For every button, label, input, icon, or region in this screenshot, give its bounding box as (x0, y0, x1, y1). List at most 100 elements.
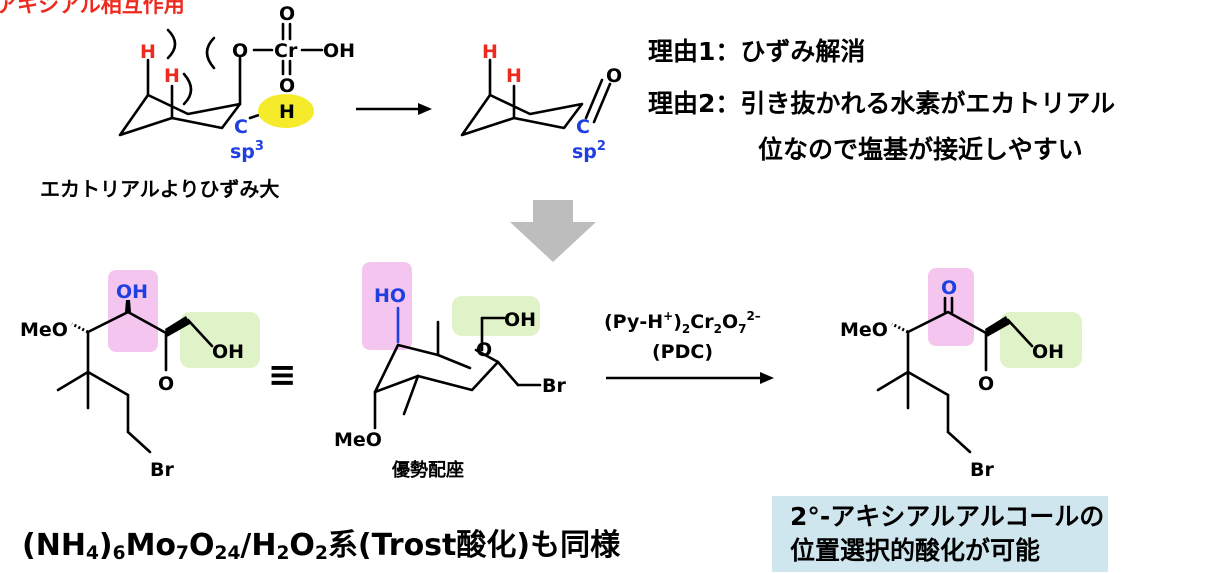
substrate-bromine: Br (150, 459, 174, 481)
conformer-ring-oxygen: O (476, 339, 492, 361)
substrate-ch2oh-wedge (165, 316, 190, 337)
carbinol-carbon: C (234, 116, 248, 138)
note-s5: 2 (276, 543, 290, 565)
ketone-carbon: C (576, 116, 590, 138)
substrate-ring-bonds (86, 310, 168, 397)
reagent-p3: Cr (690, 311, 714, 333)
h-axial-mid: H (164, 65, 180, 87)
sp3-label: sp3 (230, 139, 264, 163)
ketone-oxygen: O (606, 65, 622, 87)
note-s2: 6 (112, 543, 126, 565)
grey-down-arrow (510, 200, 596, 262)
note-p5: /H (240, 528, 277, 563)
substrate-methyl-a (56, 370, 90, 392)
conformer-skeleton (373, 306, 542, 430)
result-box (772, 496, 1108, 572)
sp3-superscript: 3 (255, 139, 264, 154)
substrate-oh-axial: OH (116, 281, 148, 303)
cr-oxo-upper: O (279, 3, 295, 25)
result-text: 2°-アキシアルアルコールの 位置選択的酸化が可能 (790, 500, 1104, 568)
note-s3: 7 (176, 543, 189, 565)
product-ring-bonds (906, 310, 988, 397)
chromium-atom: Cr (274, 40, 298, 62)
sp3-base: sp (230, 141, 255, 163)
note-p6: O (289, 528, 315, 563)
conformer-caption: 優勢配座 (391, 459, 464, 481)
conformer-ring-front (416, 348, 500, 392)
reagent-p2: ) (673, 311, 682, 333)
axial-arc-outer (205, 36, 216, 70)
chair-ring-bonds (118, 93, 242, 137)
reagent-plus: + (663, 309, 673, 323)
substrate-ch2-to-oh (186, 318, 214, 348)
conformer-labels: HO OH O Br MeO 優勢配座 (334, 285, 566, 481)
product-methyl-a (876, 370, 910, 392)
product-br-chain-b (946, 430, 972, 454)
result-line-2: 位置選択的酸化が可能 (790, 536, 1041, 565)
cr-oxo-lower: O (279, 75, 295, 97)
reagent-formula: (Py-H+)2Cr2O72– (604, 309, 761, 336)
reagent-p1: (Py-H (604, 311, 663, 333)
product-ring-oxygen: O (978, 373, 994, 395)
ketone-h-top: H (482, 41, 498, 63)
product-ch2oh-highlight (1000, 312, 1082, 368)
carbonyl-bond-a (584, 78, 604, 120)
product-meo-hash (891, 322, 909, 334)
note-p3: Mo (125, 528, 177, 563)
conformer-meo: MeO (334, 429, 382, 451)
sp2-label: sp2 (572, 139, 606, 163)
ketone-h-mid: H (506, 65, 522, 87)
reaction-arrow-bottom (606, 372, 774, 384)
ketone-labels: H H C O sp2 (482, 41, 622, 163)
reason-2-continued: 位なので塩基が接近しやすい (758, 135, 1083, 164)
chromate-ester-chair (118, 22, 324, 137)
note-p4: O (188, 528, 215, 563)
conformer-ho-highlight (362, 262, 412, 350)
carbonyl-bond-b (592, 82, 612, 124)
cr-hydroxyl: OH (323, 40, 355, 62)
strain-caption: エカトリアルよりひずみ大 (40, 177, 279, 201)
reagent-labels: (Py-H+)2Cr2O72– (PDC) (604, 309, 761, 363)
substrate-oh-highlight (108, 270, 158, 352)
product-labels: MeO O OH O Br (840, 277, 1064, 481)
substrate-oh-wedge (125, 300, 131, 312)
conformer-methyl-down (402, 374, 420, 416)
ketone-carbonyl (584, 78, 612, 124)
conformer-ring-bonds (373, 343, 472, 394)
reaction-arrow-bottom-head (760, 372, 774, 384)
reaction-arrow-top (356, 103, 432, 115)
reagent-p4: O (722, 311, 738, 333)
product-ch2-to-oh (1006, 318, 1034, 348)
sp2-base: sp (572, 141, 597, 163)
substrate-labels: MeO OH OH O Br (20, 281, 244, 481)
product-meo: MeO (840, 319, 888, 341)
product-oh: OH (1032, 341, 1064, 363)
conformer-ho: HO (374, 285, 406, 307)
trost-oxidation-note: (NH4)6Mo7O24/H2O2系(Trost酸化)も同様 (22, 520, 620, 564)
equivalence-symbol: ≡ (268, 355, 297, 395)
ketone-chair-ring (460, 93, 584, 137)
note-s6: 2 (314, 543, 328, 565)
conformer-oh: OH (504, 309, 536, 331)
chromate-ester-labels: H H O Cr OH O O C H sp3 エカトリアルよりひずみ大 (40, 3, 355, 201)
product-carbonyl-oxygen: O (941, 277, 957, 299)
reagent-s3: 7 (738, 322, 746, 336)
substrate-ch2oh-highlight (180, 312, 260, 368)
product-bromine: Br (970, 459, 994, 481)
axial-arc-inner (166, 28, 177, 60)
axial-arc-lower (182, 72, 193, 106)
reaction-arrow-top-head (418, 103, 432, 115)
note-s4: 24 (214, 543, 241, 565)
reagent-charge: 2– (746, 309, 760, 323)
substrate-ring-oxygen: O (158, 373, 174, 395)
conformer-br-bond-a (496, 360, 520, 387)
note-s1: 4 (85, 543, 99, 565)
substrate-br-chain-b (126, 430, 152, 454)
reason-2: 理由2：引き抜かれる水素がエカトリアル (648, 89, 1115, 118)
note-p1: (NH (22, 528, 86, 563)
reagent-s1: 2 (682, 322, 690, 336)
reasons: 理由1：ひずみ解消 理由2：引き抜かれる水素がエカトリアル 位なので塩基が接近し… (648, 37, 1115, 164)
equatorial-h-highlight (258, 94, 314, 128)
axial-interaction-label: アキシアル相互作用 (0, 0, 185, 17)
